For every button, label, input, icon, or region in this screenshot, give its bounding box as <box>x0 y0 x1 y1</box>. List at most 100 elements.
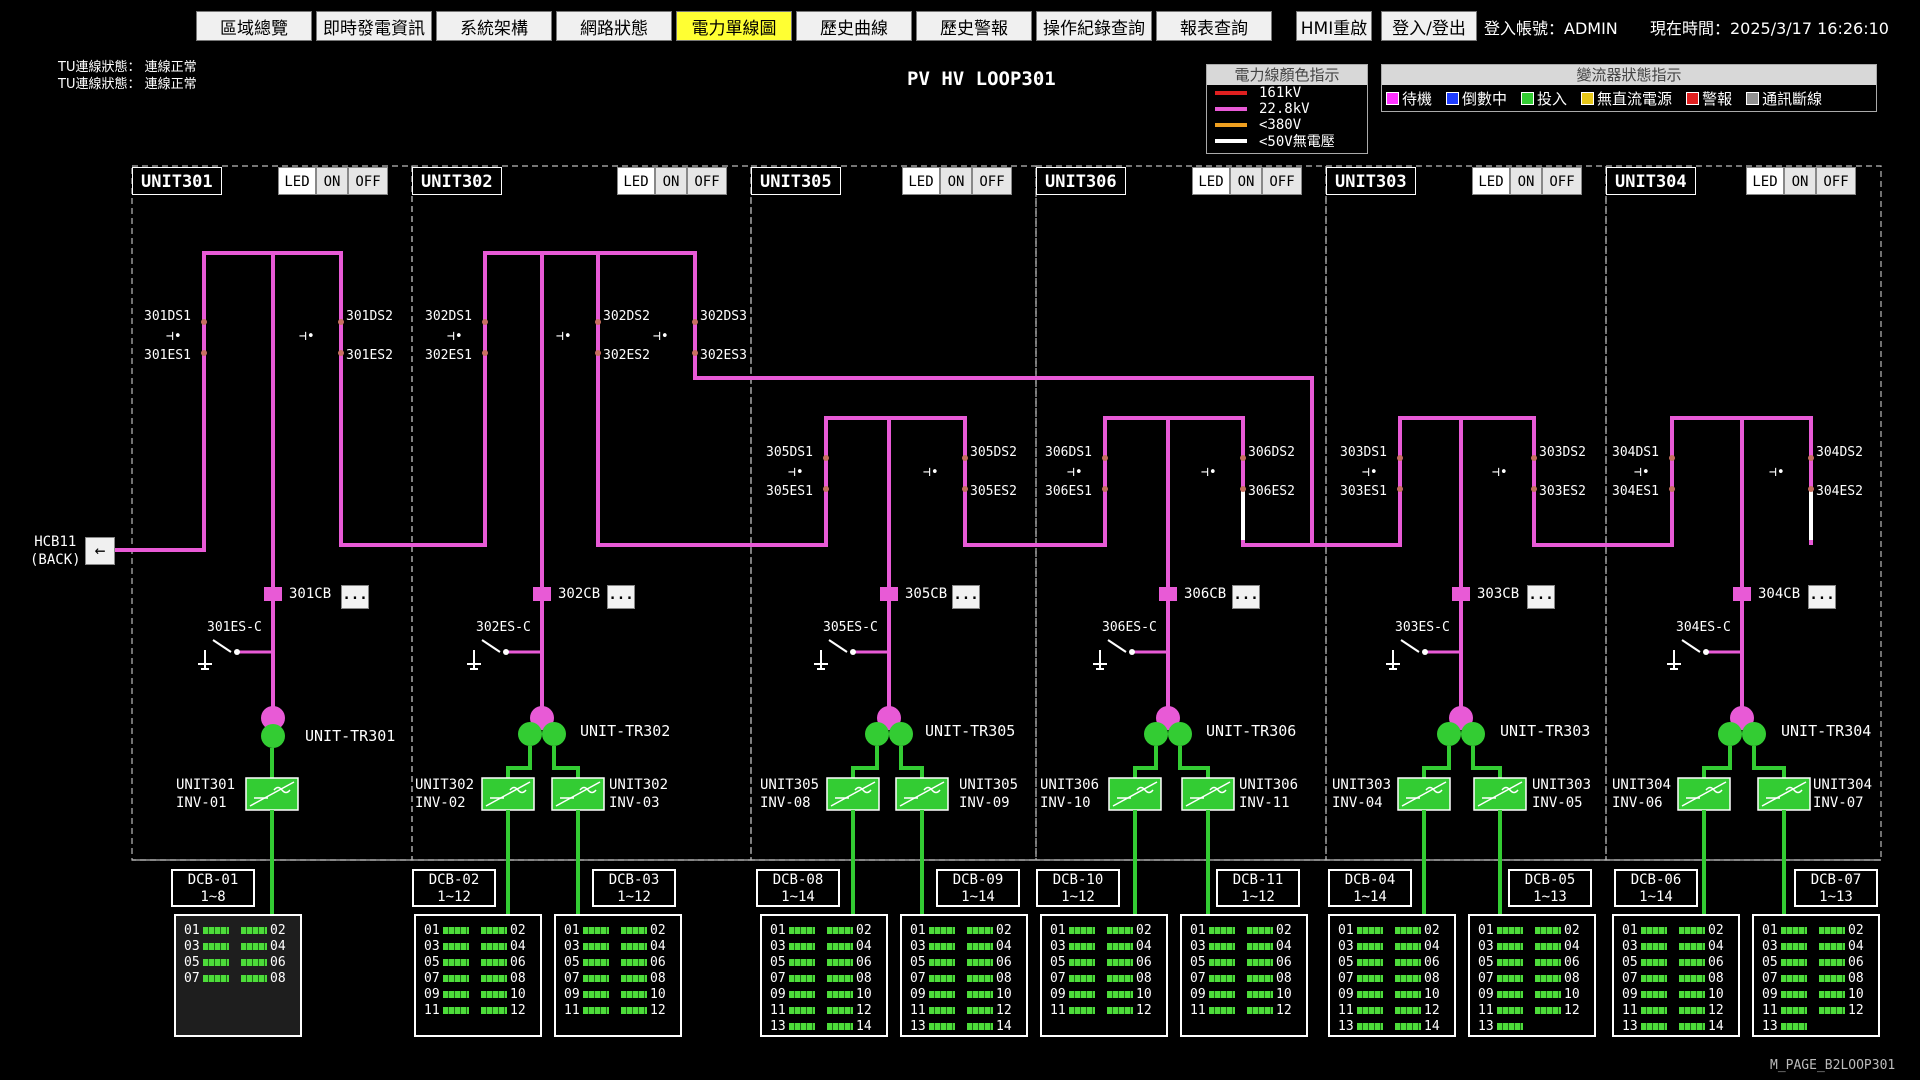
led-label: LED <box>1746 167 1784 195</box>
earth-switch-icon: ⊣• <box>556 329 572 344</box>
circuit-breaker-icon <box>1733 587 1751 601</box>
inverter-label-line1: UNIT305 <box>760 777 820 793</box>
nav-tab-4[interactable]: 網路狀態 <box>556 11 672 41</box>
cb-detail-button[interactable]: ... <box>952 585 980 609</box>
inverter-label-line1: UNIT304 <box>1612 777 1672 793</box>
nav-tab-3[interactable]: 系統架構 <box>436 11 552 41</box>
inverter-icon <box>899 781 945 807</box>
hmi-restart-button[interactable]: HMI重啟 <box>1296 11 1372 41</box>
cb-detail-button[interactable]: ... <box>1232 585 1260 609</box>
circuit-breaker-icon <box>1159 587 1177 601</box>
dcb-name: DCB-05 <box>1524 872 1576 888</box>
cb-detail-button[interactable]: ... <box>1808 585 1836 609</box>
string-indicator: 12 <box>1676 1003 1724 1018</box>
nav-tab-5[interactable]: 電力單線圖 <box>676 11 792 41</box>
led-on-button[interactable]: ON <box>1784 167 1816 195</box>
led-off-button[interactable]: OFF <box>1816 167 1856 195</box>
string-indicator: 12 <box>618 1003 666 1018</box>
earth-switch-icon: ⊣• <box>1067 465 1083 480</box>
unit-zone-border <box>1605 165 1882 861</box>
hcb-back-button[interactable]: ← <box>85 537 115 565</box>
unit-title: UNIT303 <box>1326 167 1416 195</box>
es-label: 306ES1 <box>1045 484 1092 499</box>
circuit-breaker-icon <box>264 587 282 601</box>
nav-tab-2[interactable]: 即時發電資訊 <box>316 11 432 41</box>
nav-tab-9[interactable]: 報表查詢 <box>1156 11 1272 41</box>
ds-contact <box>692 319 698 325</box>
led-on-button[interactable]: ON <box>940 167 972 195</box>
led-label: LED <box>617 167 655 195</box>
inverter-label-line1: UNIT306 <box>1040 777 1100 793</box>
led-on-button[interactable]: ON <box>316 167 348 195</box>
cb-detail-button[interactable]: ... <box>341 585 369 609</box>
string-indicator: 02 <box>1676 923 1724 938</box>
power-legend-item: <50V無電壓 <box>1207 133 1367 150</box>
esc-blade <box>481 639 501 653</box>
nav-tab-6[interactable]: 歷史曲線 <box>796 11 912 41</box>
nav-tab-8[interactable]: 操作紀錄查詢 <box>1036 11 1152 41</box>
led-on-button[interactable]: ON <box>655 167 687 195</box>
esc-contact <box>234 649 240 655</box>
transformer-secondary-icon <box>542 722 566 746</box>
account-label: 登入帳號：ADMIN <box>1484 19 1618 38</box>
string-indicator: 05 <box>424 955 472 970</box>
led-off-button[interactable]: OFF <box>348 167 388 195</box>
lv-line <box>1471 746 1502 780</box>
string-indicator: 08 <box>824 971 872 986</box>
inverter-icon <box>1112 781 1158 807</box>
led-on-button[interactable]: ON <box>1230 167 1262 195</box>
inverter-legend-label: 投入 <box>1537 90 1568 108</box>
string-indicator: 09 <box>1478 987 1526 1002</box>
esc-label: 303ES-C <box>1395 620 1450 635</box>
string-indicator: 06 <box>1104 955 1152 970</box>
led-off-button[interactable]: OFF <box>972 167 1012 195</box>
power-legend-label: <380V <box>1259 117 1302 133</box>
nav-tab-1[interactable]: 區域總覽 <box>196 11 312 41</box>
led-off-button[interactable]: OFF <box>687 167 727 195</box>
nav-tab-7[interactable]: 歷史警報 <box>916 11 1032 41</box>
led-label: LED <box>902 167 940 195</box>
inverter-icon <box>1185 781 1231 807</box>
string-indicator: 09 <box>1338 987 1386 1002</box>
string-indicator: 02 <box>1392 923 1440 938</box>
string-indicator: 09 <box>1622 987 1670 1002</box>
ds-contact <box>962 455 968 461</box>
transformer-primary-icon <box>261 706 285 730</box>
string-indicator: 03 <box>184 939 232 954</box>
esc-label: 301ES-C <box>207 620 262 635</box>
esc-contact <box>503 649 509 655</box>
status-swatch <box>1386 92 1399 105</box>
login-logout-button[interactable]: 登入/登出 <box>1381 11 1477 41</box>
string-indicator: 06 <box>478 955 526 970</box>
power-legend-label: <50V無電壓 <box>1259 134 1335 150</box>
cb-label: 303CB <box>1477 586 1520 602</box>
inverter-legend-label: 待機 <box>1402 90 1433 108</box>
cb-detail-button[interactable]: ... <box>607 585 635 609</box>
ds-contact <box>823 455 829 461</box>
string-indicator: 06 <box>964 955 1012 970</box>
line-swatch <box>1215 107 1247 111</box>
led-off-button[interactable]: OFF <box>1262 167 1302 195</box>
led-off-button[interactable]: OFF <box>1542 167 1582 195</box>
unit-title: UNIT305 <box>751 167 841 195</box>
led-on-button[interactable]: ON <box>1510 167 1542 195</box>
cb-detail-button[interactable]: ... <box>1527 585 1555 609</box>
unit-zone-border <box>411 165 752 861</box>
